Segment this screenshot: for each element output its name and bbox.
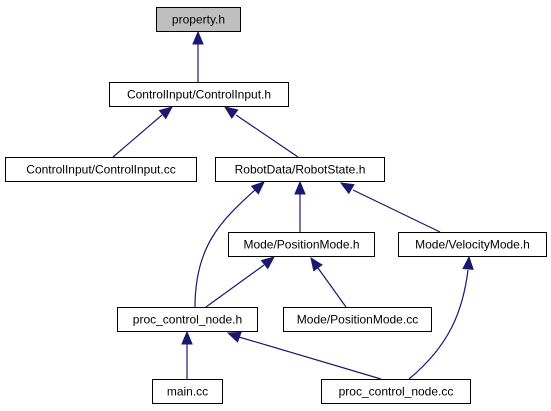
edge-arrowhead bbox=[339, 182, 355, 195]
node-box bbox=[228, 232, 375, 257]
node-label: RobotData/RobotState.h bbox=[235, 163, 366, 177]
node-controlinput-cc[interactable]: ControlInput/ControlInput.cc bbox=[5, 157, 197, 182]
node-velocitymode-h[interactable]: Mode/VelocityMode.h bbox=[398, 232, 547, 257]
edge-arrowhead bbox=[462, 255, 474, 270]
node-label: ControlInput/ControlInput.h bbox=[127, 88, 271, 102]
edge-controlinput_h-to-property_h bbox=[192, 30, 204, 82]
node-box bbox=[117, 307, 258, 332]
node-label: main.cc bbox=[167, 385, 208, 399]
node-positionmode-cc[interactable]: Mode/PositionMode.cc bbox=[283, 307, 432, 332]
edge-main_cc-to-proc_control_node_h bbox=[181, 330, 193, 379]
edge-arrowhead bbox=[250, 181, 265, 195]
node-property-h[interactable]: property.h bbox=[156, 7, 241, 32]
edge-controlinput_cc-to-controlinput_h bbox=[112, 106, 174, 158]
node-label: proc_control_node.h bbox=[133, 313, 242, 327]
edge-arrowhead bbox=[181, 330, 193, 345]
edge-line bbox=[352, 189, 441, 233]
node-box bbox=[215, 157, 385, 182]
node-label: ControlInput/ControlInput.cc bbox=[26, 163, 175, 177]
edge-proc_control_node_h-to-robotstate_h bbox=[194, 181, 265, 308]
edge-arrowhead bbox=[223, 106, 239, 120]
edge-line bbox=[205, 264, 265, 308]
node-box bbox=[156, 7, 241, 32]
edge-positionmode_h-to-robotstate_h bbox=[294, 180, 306, 232]
node-robotstate-h[interactable]: RobotData/RobotState.h bbox=[215, 157, 385, 182]
edge-proc_control_node_cc-to-velocitymode_h bbox=[408, 255, 474, 380]
edge-line bbox=[235, 114, 299, 158]
edge-line bbox=[112, 114, 163, 158]
edge-robotstate_h-to-controlinput_h bbox=[223, 106, 299, 158]
edge-positionmode_cc-to-positionmode_h bbox=[310, 256, 347, 308]
node-label: Mode/PositionMode.cc bbox=[297, 313, 418, 327]
edge-arrowhead bbox=[294, 180, 306, 195]
node-box bbox=[152, 379, 223, 404]
edge-line bbox=[238, 336, 382, 380]
node-box bbox=[5, 157, 197, 182]
edge-proc_control_node_cc-to-proc_control_node_h bbox=[226, 331, 382, 380]
node-box bbox=[398, 232, 547, 257]
edge-proc_control_node_h-to-positionmode_h bbox=[205, 256, 276, 308]
node-positionmode-h[interactable]: Mode/PositionMode.h bbox=[228, 232, 375, 257]
node-proc-control-node-cc[interactable]: proc_control_node.cc bbox=[321, 379, 471, 404]
edge-arrowhead bbox=[310, 256, 323, 272]
edge-arrowhead bbox=[192, 30, 204, 45]
edge-line bbox=[194, 189, 256, 308]
node-label: Mode/PositionMode.h bbox=[243, 238, 359, 252]
node-label: property.h bbox=[172, 13, 225, 27]
node-box bbox=[109, 82, 289, 107]
node-label: proc_control_node.cc bbox=[339, 385, 454, 399]
node-proc-control-node-h[interactable]: proc_control_node.h bbox=[117, 307, 258, 332]
node-box bbox=[283, 307, 432, 332]
edge-arrowhead bbox=[226, 331, 242, 343]
edge-arrowhead bbox=[260, 256, 276, 270]
edge-velocitymode_h-to-robotstate_h bbox=[339, 182, 441, 233]
node-controlinput-h[interactable]: ControlInput/ControlInput.h bbox=[109, 82, 289, 107]
node-box bbox=[321, 379, 471, 404]
node-main-cc[interactable]: main.cc bbox=[152, 379, 223, 404]
edge-line bbox=[317, 267, 347, 308]
edge-arrowhead bbox=[158, 106, 174, 120]
node-label: Mode/VelocityMode.h bbox=[415, 238, 530, 252]
edge-line bbox=[408, 269, 469, 380]
